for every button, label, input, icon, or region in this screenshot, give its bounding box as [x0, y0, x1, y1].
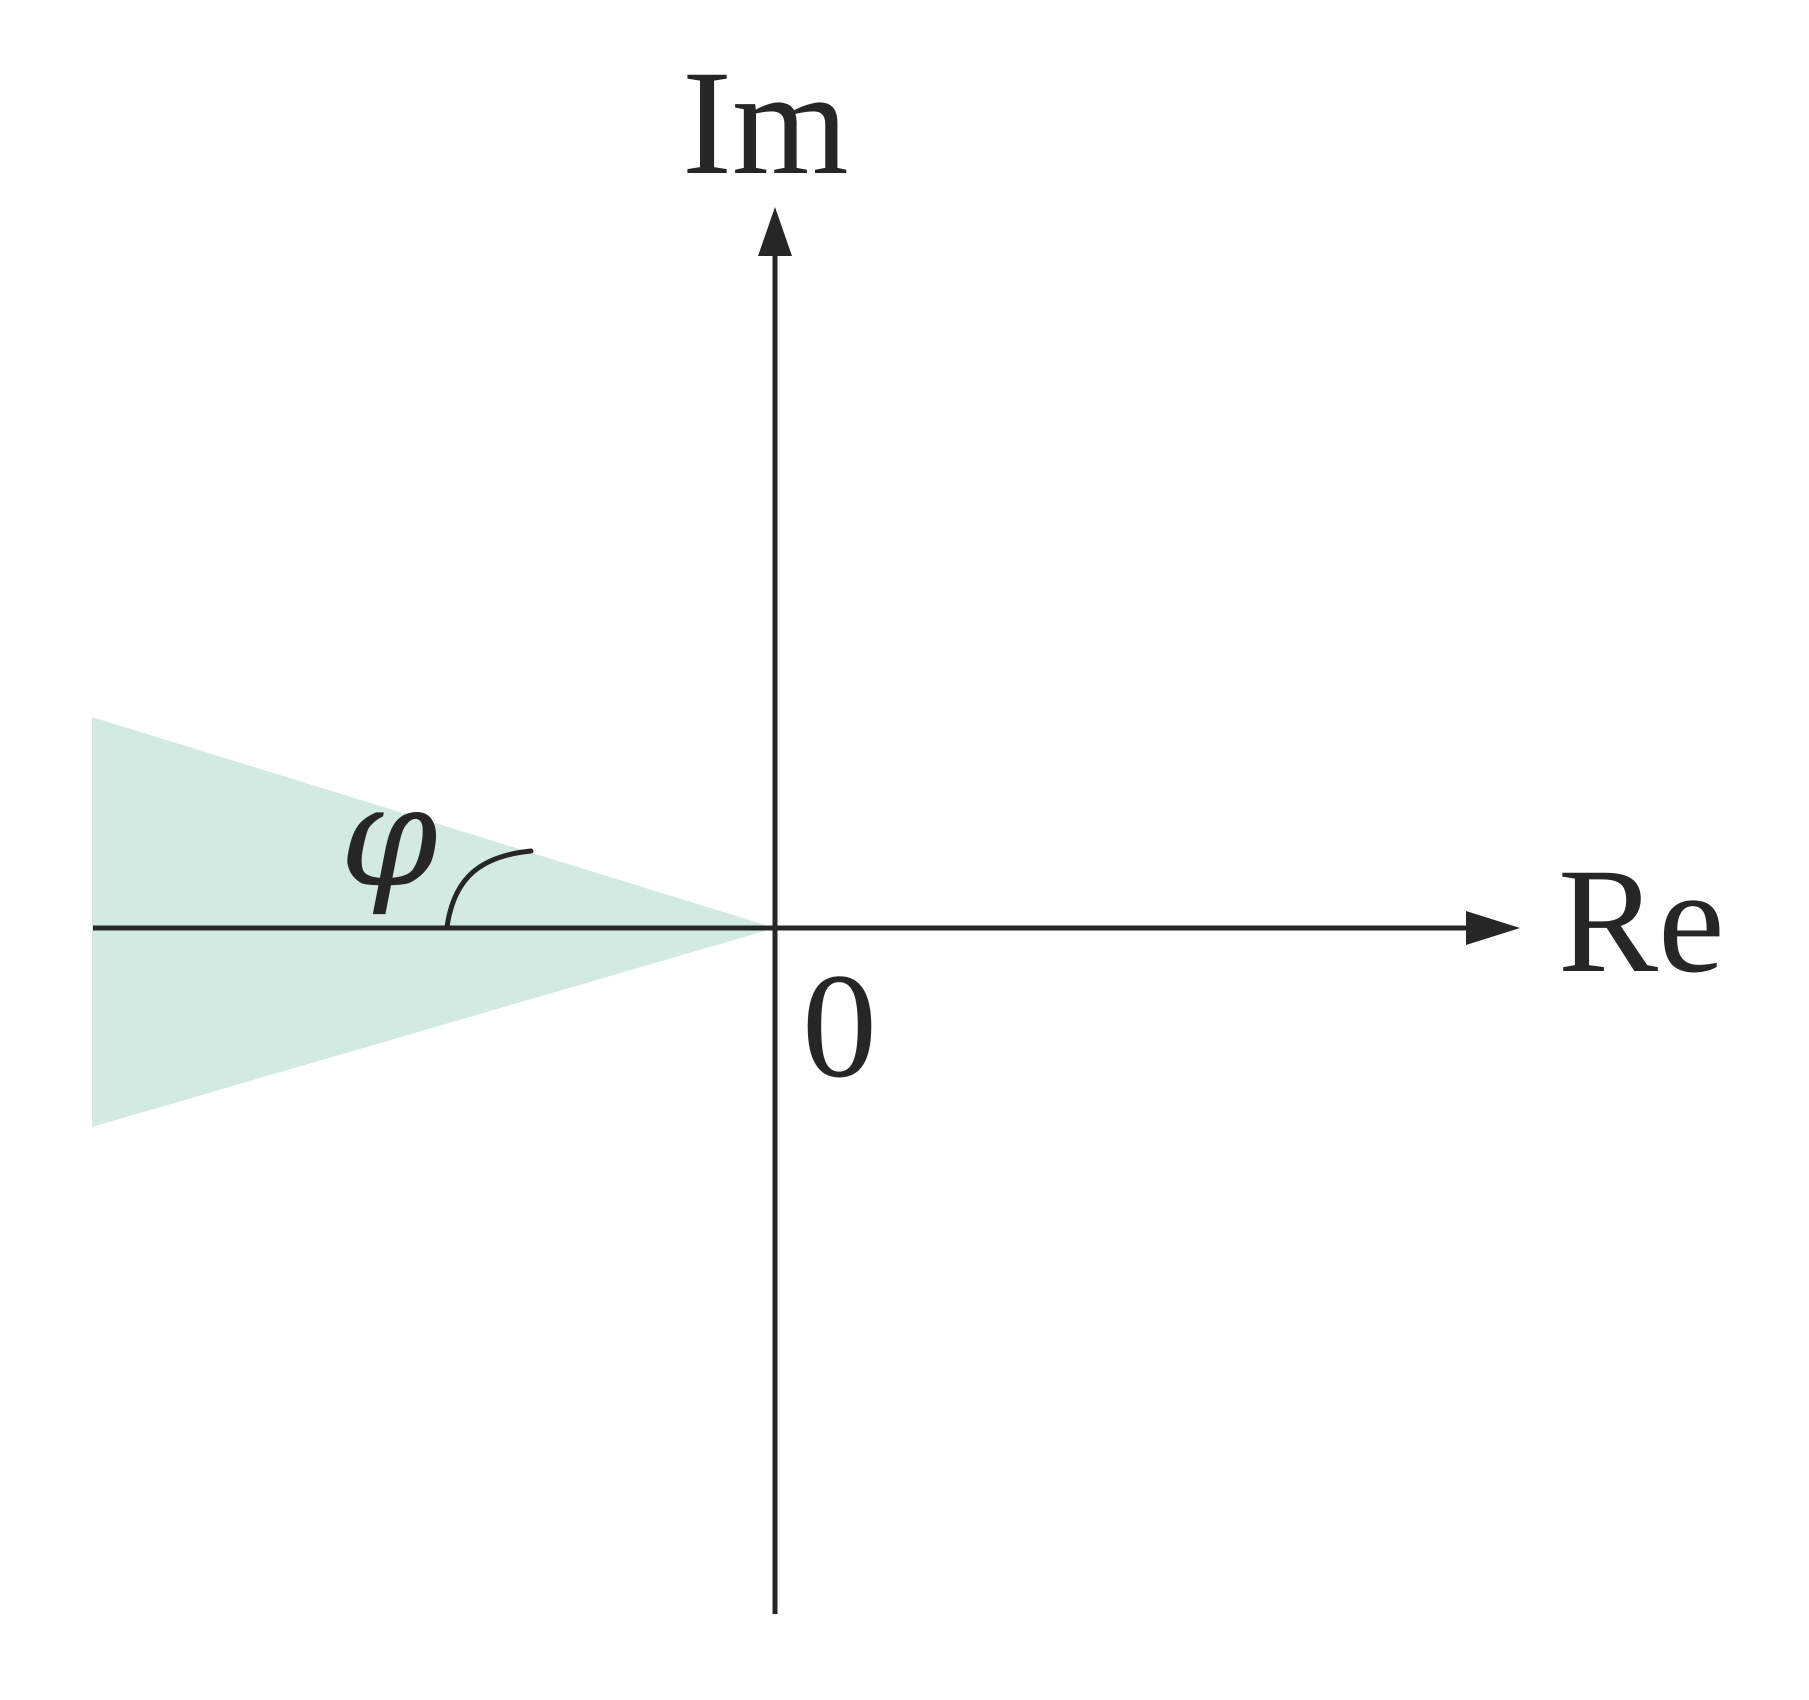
sector-region	[92, 717, 775, 1127]
imaginary-axis-arrowhead-icon	[758, 207, 792, 256]
real-axis-arrowhead-icon	[1466, 911, 1520, 945]
origin-label: 0	[802, 943, 877, 1109]
angle-label: φ	[340, 756, 439, 919]
imaginary-axis-label: Im	[682, 40, 849, 206]
angle-arc	[444, 848, 534, 930]
real-axis-label: Re	[1558, 838, 1725, 1004]
